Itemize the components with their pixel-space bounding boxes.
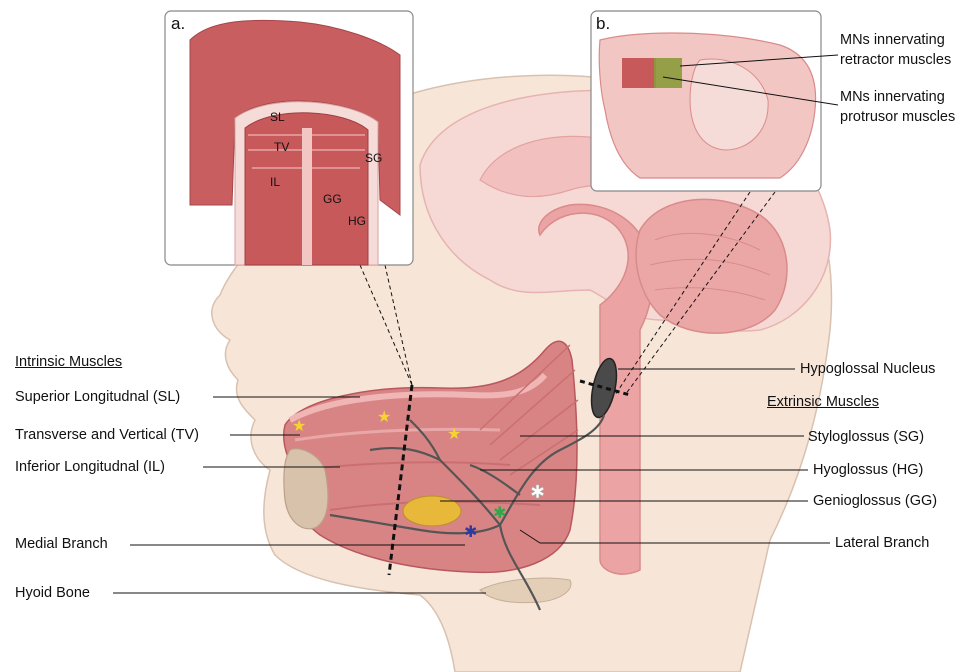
label-genioglossus: Genioglossus (GG) <box>813 494 937 509</box>
panel-a-label: a. <box>171 14 185 34</box>
star-white: ✱ <box>530 482 545 502</box>
label-hypoglossal-nucleus: Hypoglossal Nucleus <box>800 362 935 377</box>
label-transverse-vertical: Transverse and Vertical (TV) <box>15 428 199 443</box>
star-blue: ✱ <box>464 524 477 541</box>
inset-b-protrusor-line1: MNs innervating <box>840 90 945 105</box>
label-inferior-longitudinal: Inferior Longitudnal (IL) <box>15 460 165 475</box>
label-styloglossus: Styloglossus (SG) <box>808 430 924 445</box>
inset-a-label-gg: GG <box>323 192 342 206</box>
star-yellow-2: ★ <box>377 409 391 426</box>
inset-a-label-sl: SL <box>270 110 285 124</box>
label-lateral-branch: Lateral Branch <box>835 536 929 551</box>
star-green: ✱ <box>493 505 506 522</box>
inset-a-label-hg: HG <box>348 214 366 228</box>
retractor-region <box>622 58 656 88</box>
inset-b-retractor-line2: retractor muscles <box>840 53 951 68</box>
intrinsic-header: Intrinsic Muscles <box>15 355 122 370</box>
protrusor-region <box>654 58 682 88</box>
inset-b-retractor-line1: MNs innervating <box>840 33 945 48</box>
label-medial-branch: Medial Branch <box>15 537 108 552</box>
inset-a-label-il: IL <box>270 175 280 189</box>
inset-a-label-sg: SG <box>365 151 382 165</box>
inset-b <box>591 11 838 191</box>
extrinsic-header: Extrinsic Muscles <box>767 395 879 410</box>
star-yellow-3: ★ <box>447 426 461 443</box>
panel-b-label: b. <box>596 14 610 34</box>
label-hyoglossus: Hyoglossus (HG) <box>813 463 923 478</box>
label-hyoid-bone: Hyoid Bone <box>15 586 90 601</box>
inset-a <box>165 11 413 265</box>
label-superior-longitudinal: Superior Longitudnal (SL) <box>15 390 180 405</box>
inset-b-protrusor-line2: protrusor muscles <box>840 110 955 125</box>
star-yellow-1: ★ <box>292 418 306 435</box>
inset-a-label-tv: TV <box>274 140 289 154</box>
